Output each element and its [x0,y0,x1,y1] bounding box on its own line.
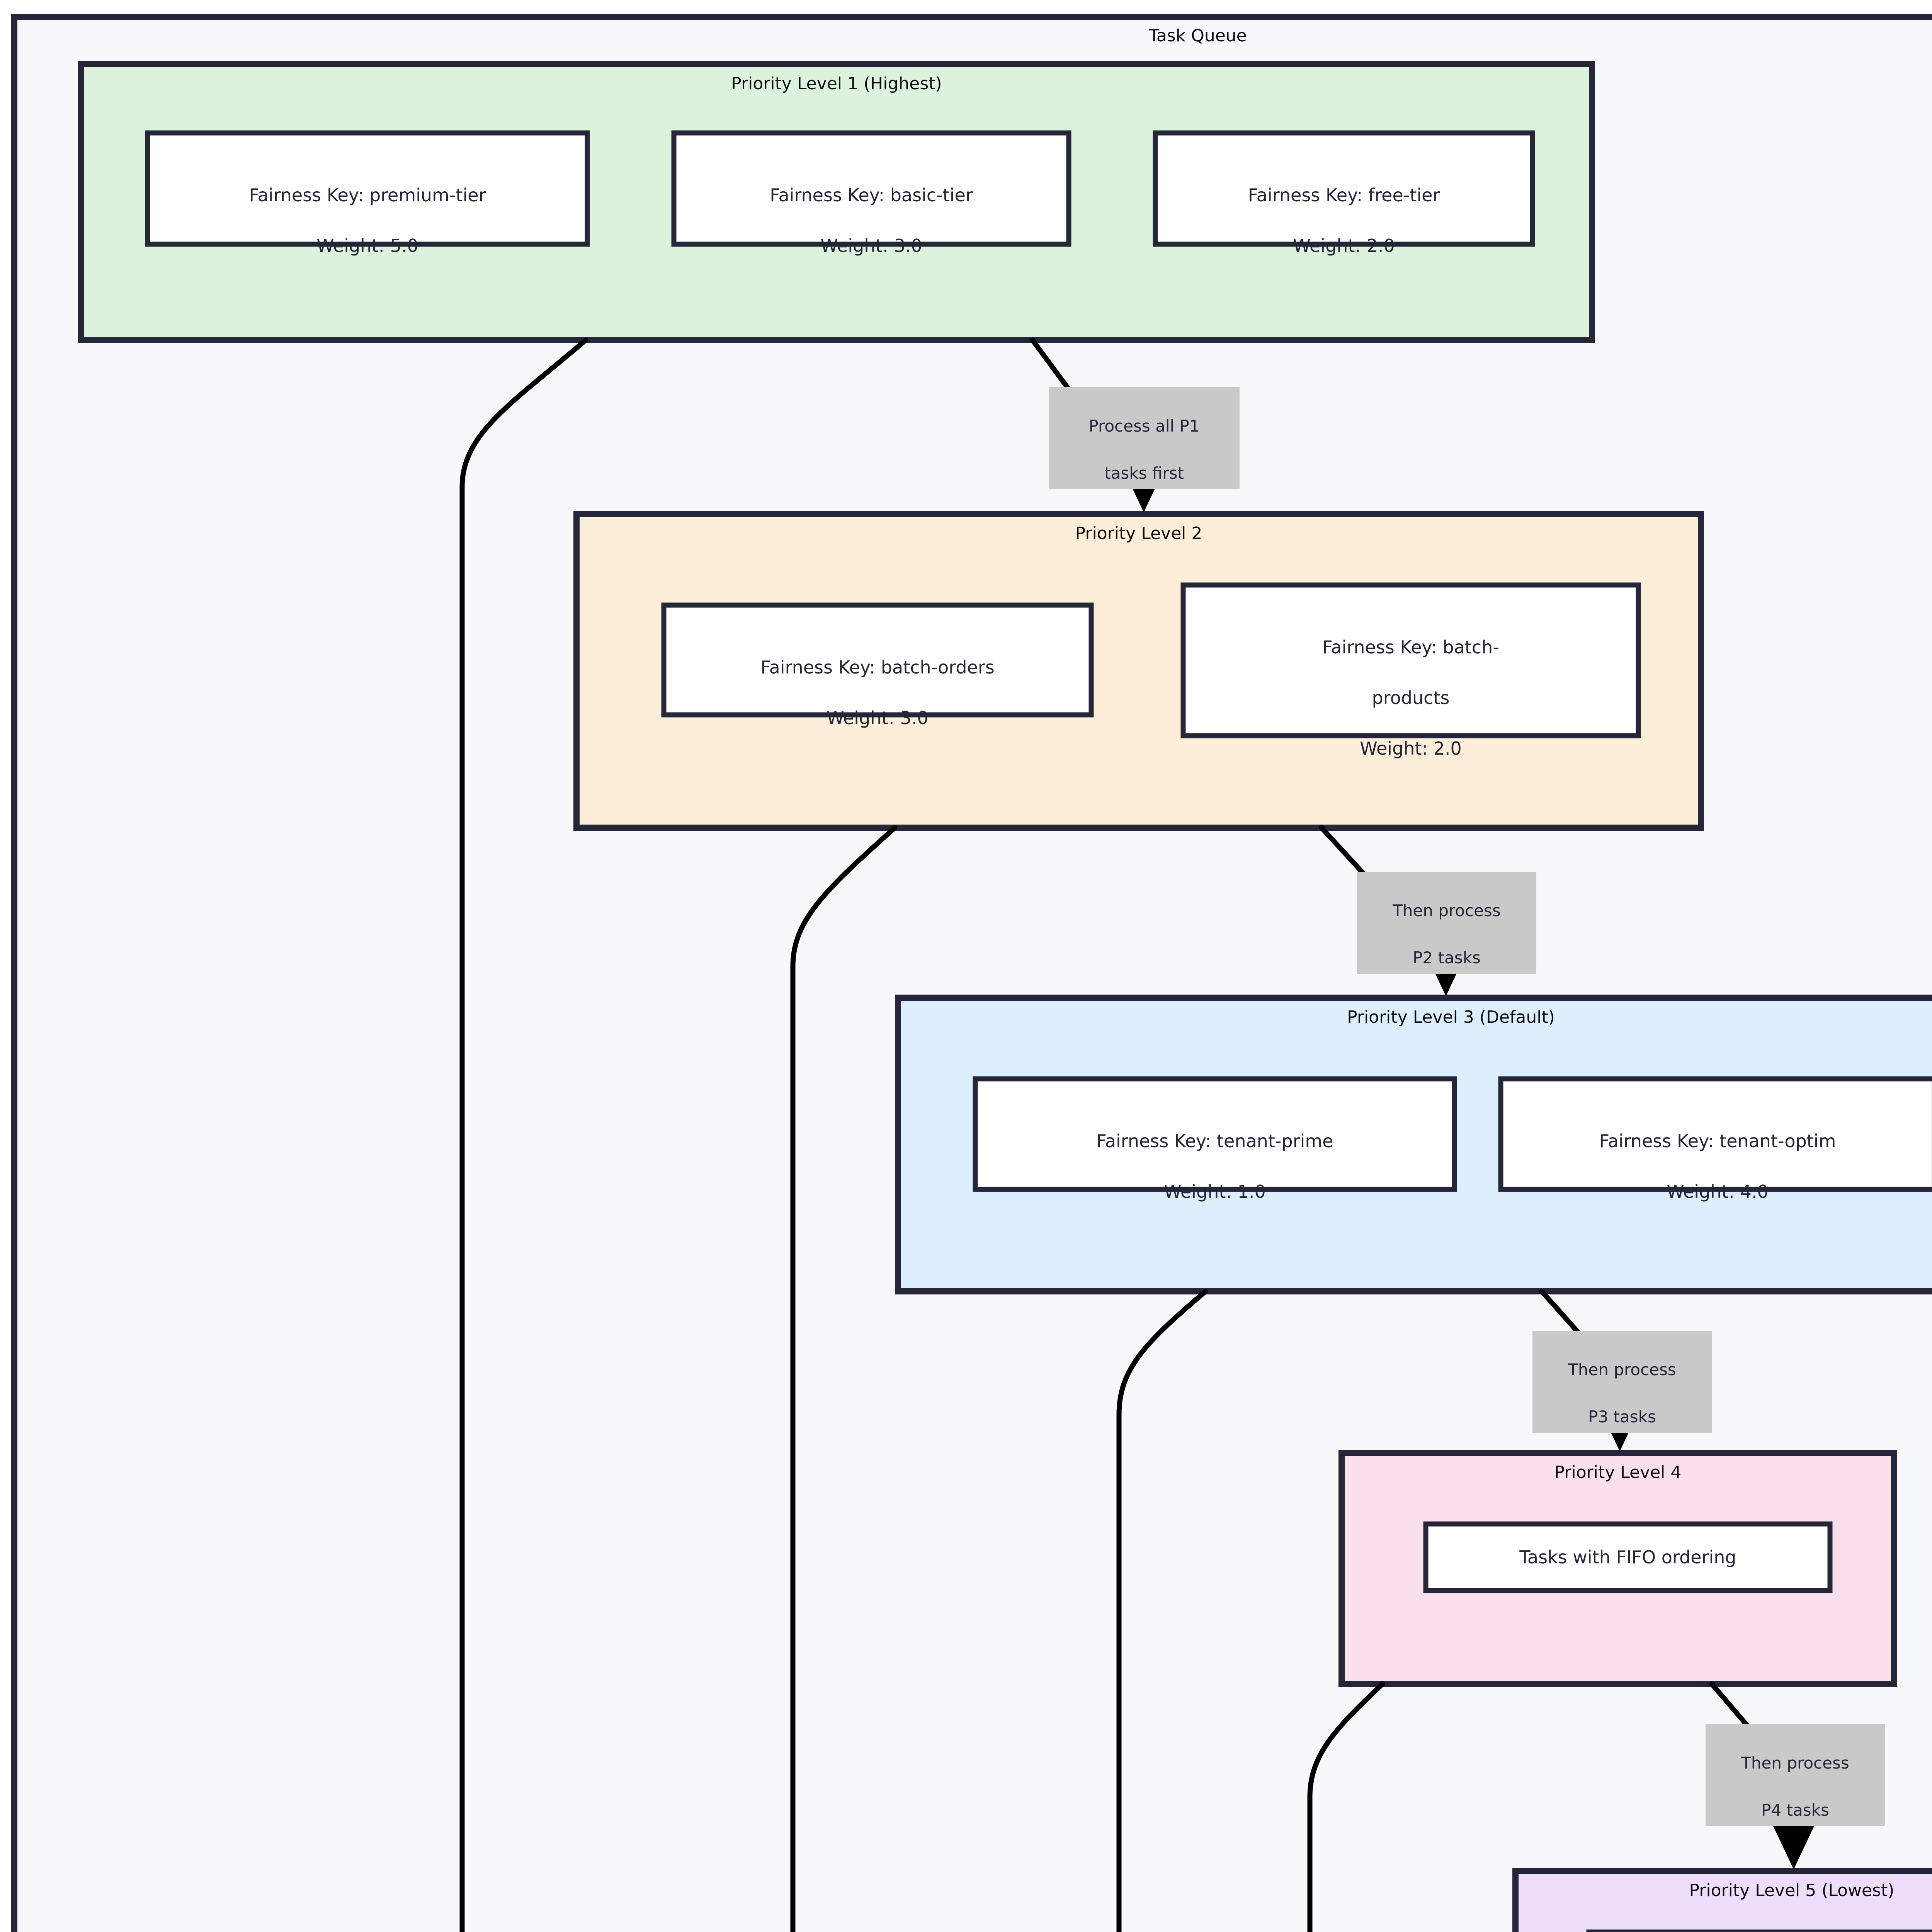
edge-p3-workers [1116,1289,1208,1932]
edge-label-p4-p5-line1: Then process [1741,1753,1849,1772]
node-p1c-box [1153,130,1535,247]
edge-label-p2-p3-line2: P2 tasks [1413,948,1481,967]
edge-label-p1-p2: Process all P1 tasks first [1049,387,1240,489]
node-p2b-box [1180,582,1641,738]
node-p1a-box [145,130,590,247]
edge-p3-p4-top [1539,1289,1582,1337]
edge-label-p1-p2-line2: tasks first [1104,463,1184,483]
edge-label-p2-p3: Then process P2 tasks [1357,872,1536,974]
node-p3b-box [1498,1076,1932,1192]
edges [459,337,1820,1932]
edge-p1-p2-top [1030,337,1072,393]
edge-label-p2-p3-line1: Then process [1393,901,1501,920]
edge-p4-workers [1307,1681,1385,1932]
node-p3a-box [973,1076,1457,1192]
edge-label-p3-p4-line1: Then process [1568,1360,1676,1379]
edge-label-p3-p4-line2: P3 tasks [1588,1407,1656,1426]
edge-p2-p3-top [1319,825,1367,877]
node-p4a-box [1423,1521,1833,1593]
edge-label-p3-p4: Then process P3 tasks [1532,1331,1712,1433]
edge-p4-p5-top [1709,1681,1751,1729]
node-p1b-box [671,130,1071,247]
cluster-p5 [1512,1868,1932,1932]
edge-label-p1-p2-line1: Process all P1 [1088,416,1200,435]
edge-label-p4-p5-line2: P4 tasks [1761,1800,1829,1820]
node-p2a-box [661,602,1094,718]
edge-p1-workers [459,337,588,1932]
edge-p2-workers [790,825,898,1932]
edge-label-p4-p5: Then process P4 tasks [1706,1724,1885,1826]
